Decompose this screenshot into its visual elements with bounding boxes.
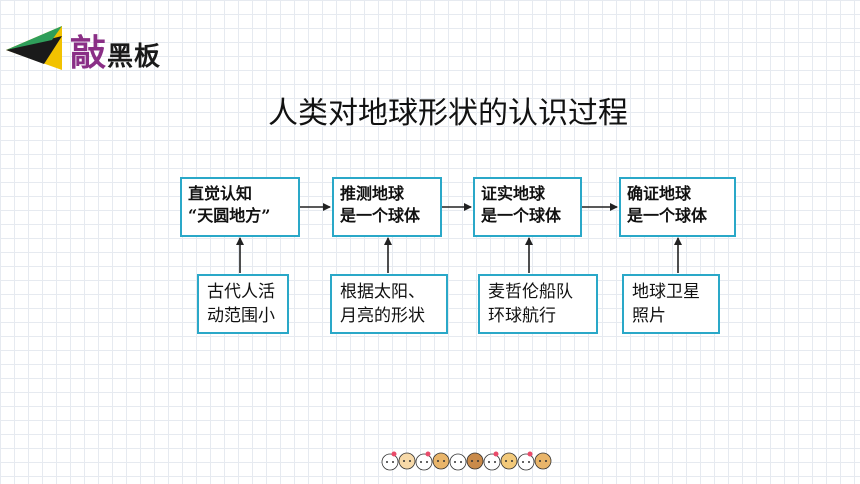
evidence-line2: 照片 bbox=[632, 306, 666, 326]
stage-box-4: 确证地球 是一个球体 bbox=[619, 177, 736, 237]
stage-line2: “天圆地方” bbox=[188, 206, 271, 225]
stage-line1: 确证地球 bbox=[627, 184, 692, 203]
evidence-box-3: 麦哲伦船队 环球航行 bbox=[478, 274, 598, 334]
evidence-line1: 古代人活 bbox=[207, 282, 275, 302]
evidence-box-2: 根据太阳、 月亮的形状 bbox=[330, 274, 448, 334]
page-title: 人类对地球形状的认识过程 bbox=[268, 96, 628, 131]
logo-text-part1: 敲 bbox=[70, 33, 108, 74]
logo-text: 敲黑板 bbox=[70, 24, 161, 76]
stage-line2: 是一个球体 bbox=[481, 206, 562, 225]
evidence-box-1: 古代人活 动范围小 bbox=[197, 274, 289, 334]
stage-box-2: 推测地球 是一个球体 bbox=[332, 177, 442, 237]
evidence-line1: 根据太阳、 bbox=[340, 282, 425, 302]
stage-line1: 直觉认知 bbox=[188, 184, 253, 203]
stage-line1: 证实地球 bbox=[481, 184, 546, 203]
evidence-line1: 地球卫星 bbox=[632, 282, 700, 302]
connector-layer bbox=[236, 203, 682, 273]
stage-line2: 是一个球体 bbox=[627, 206, 708, 225]
stage-line2: 是一个球体 bbox=[340, 206, 421, 225]
evidence-line2: 月亮的形状 bbox=[340, 306, 425, 326]
stage-box-1: 直觉认知 “天圆地方” bbox=[180, 177, 300, 237]
logo-text-part2: 黑板 bbox=[107, 42, 162, 72]
logo-triangle-icon bbox=[6, 26, 62, 70]
evidence-box-4: 地球卫星 照片 bbox=[622, 274, 720, 334]
logo: 敲黑板 bbox=[4, 20, 204, 74]
evidence-line2: 动范围小 bbox=[207, 306, 275, 326]
evidence-line2: 环球航行 bbox=[488, 306, 556, 326]
stage-line1: 推测地球 bbox=[340, 184, 405, 203]
cartoon-faces-decoration-icon bbox=[381, 451, 552, 471]
stage-box-3: 证实地球 是一个球体 bbox=[473, 177, 582, 237]
flow-diagram: 直觉认知 “天圆地方” 推测地球 是一个球体 证实地球 是一个球体 确证地球 是… bbox=[178, 172, 746, 340]
evidence-line1: 麦哲伦船队 bbox=[488, 282, 573, 302]
